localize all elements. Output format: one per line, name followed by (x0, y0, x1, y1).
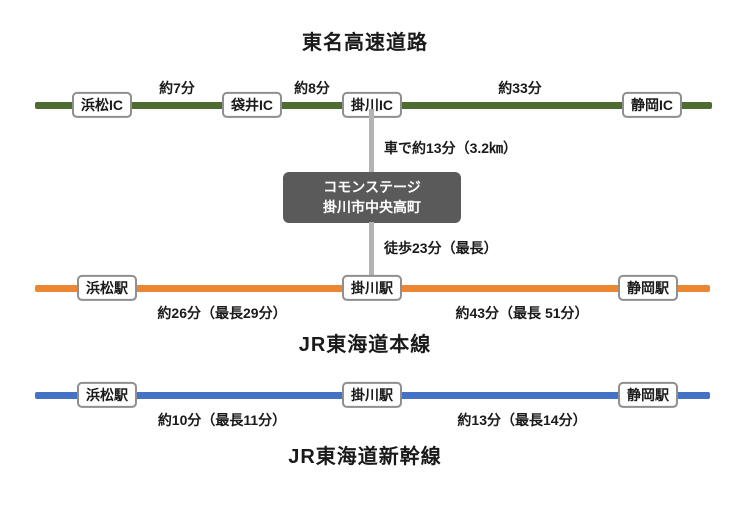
shinkansen-station-hamamatsu: 浜松駅 (77, 381, 137, 409)
station-fukuroi-ic: 袋井IC (222, 91, 282, 119)
jr-main-station-kakegawa: 掛川駅 (342, 274, 402, 302)
station-shizuoka-ic: 静岡IC (622, 91, 682, 119)
shinkansen-time-0: 約10分（最長11分） (157, 412, 287, 428)
shinkansen-station-kakegawa: 掛川駅 (342, 381, 402, 409)
jr-main-time-1: 約43分（最長 51分） (455, 305, 589, 321)
walk-time-label: 徒歩23分（最長） (384, 240, 498, 256)
destination-name-line1: コモンステージ (323, 179, 421, 195)
station-hamamatsu-ic: 浜松IC (72, 91, 132, 119)
car-connector-line (369, 109, 374, 173)
expressway-time-2: 約33分 (498, 80, 542, 96)
expressway-time-0: 約7分 (159, 80, 195, 96)
jr-main-station-shizuoka: 静岡駅 (618, 274, 678, 302)
jr-main-time-0: 約26分（最長29分） (157, 305, 287, 321)
expressway-time-1: 約8分 (294, 80, 330, 96)
walk-connector-line (369, 222, 374, 285)
destination-box: コモンステージ 掛川市中央高町 (283, 172, 461, 223)
jr-main-title: JR東海道本線 (298, 334, 432, 356)
shinkansen-title: JR東海道新幹線 (288, 446, 442, 468)
destination-name-line2: 掛川市中央高町 (323, 199, 421, 216)
jr-main-station-hamamatsu: 浜松駅 (77, 274, 137, 302)
car-time-label: 車で約13分（3.2㎞） (384, 140, 518, 156)
expressway-title: 東名高速道路 (302, 32, 428, 54)
shinkansen-time-1: 約13分（最長14分） (457, 412, 587, 428)
shinkansen-station-shizuoka: 静岡駅 (618, 381, 678, 409)
